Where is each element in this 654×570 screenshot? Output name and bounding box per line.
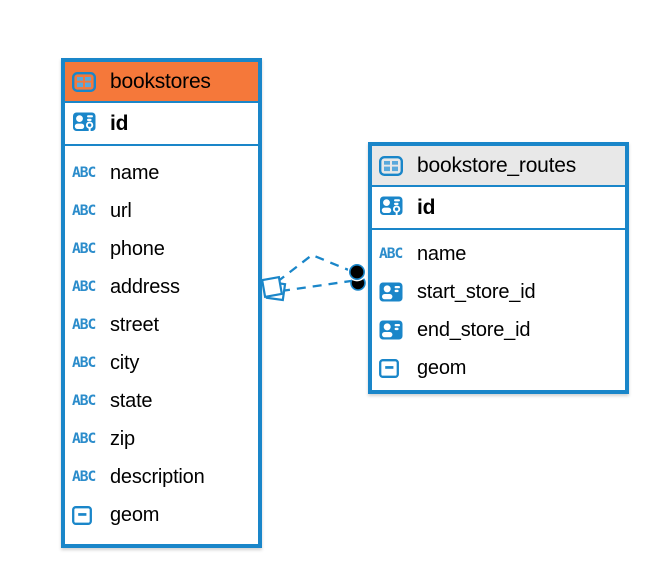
column-row-start-store-id[interactable]: start_store_id <box>372 273 625 311</box>
abc-glyph: ABC <box>72 240 96 257</box>
column-row-state[interactable]: ABC state <box>65 382 258 420</box>
table-icon <box>379 156 417 176</box>
abc-glyph: ABC <box>72 468 96 485</box>
parent-end-marker-diamonds <box>260 275 287 302</box>
column-name: geom <box>110 503 160 526</box>
table-icon <box>72 72 110 92</box>
column-name: name <box>417 242 467 265</box>
column-name: start_store_id <box>417 280 536 303</box>
abc-glyph: ABC <box>72 430 96 447</box>
column-name: zip <box>110 427 135 450</box>
primary-key-icon <box>72 112 110 135</box>
column-row-url[interactable]: ABC url <box>65 192 258 230</box>
text-type-icon: ABC <box>72 356 110 371</box>
text-type-icon: ABC <box>72 432 110 447</box>
column-row-zip[interactable]: ABC zip <box>65 420 258 458</box>
column-row-street[interactable]: ABC street <box>65 306 258 344</box>
pk-row-id[interactable]: id <box>372 187 625 230</box>
child-end-marker-dots <box>347 262 367 291</box>
column-row-name[interactable]: ABC name <box>372 235 625 273</box>
text-type-icon: ABC <box>72 204 110 219</box>
column-row-city[interactable]: ABC city <box>65 344 258 382</box>
text-type-icon: ABC <box>379 247 417 262</box>
geometry-type-icon <box>72 506 110 525</box>
column-row-geom[interactable]: geom <box>372 349 625 387</box>
abc-glyph: ABC <box>72 316 96 333</box>
table-bookstores[interactable]: bookstores id ABC name ABC url ABC phone… <box>61 58 262 548</box>
column-row-geom[interactable]: geom <box>65 496 258 534</box>
abc-glyph: ABC <box>379 245 403 262</box>
table-bookstore-routes-header[interactable]: bookstore_routes <box>372 146 625 187</box>
text-type-icon: ABC <box>72 280 110 295</box>
abc-glyph: ABC <box>72 278 96 295</box>
pk-row-id[interactable]: id <box>65 103 258 146</box>
text-type-icon: ABC <box>72 318 110 333</box>
abc-glyph: ABC <box>72 164 96 181</box>
table-bookstores-header[interactable]: bookstores <box>65 62 258 103</box>
column-name: geom <box>417 356 467 379</box>
column-row-phone[interactable]: ABC phone <box>65 230 258 268</box>
primary-key-icon <box>379 196 417 219</box>
column-name: phone <box>110 237 165 260</box>
relationship-line-upper[interactable] <box>276 253 352 283</box>
column-name: end_store_id <box>417 318 531 341</box>
column-row-name[interactable]: ABC name <box>65 154 258 192</box>
column-name: city <box>110 351 140 374</box>
abc-glyph: ABC <box>72 392 96 409</box>
column-name: address <box>110 275 180 298</box>
pk-column-name: id <box>110 111 129 135</box>
table-title: bookstore_routes <box>417 153 577 177</box>
table-title: bookstores <box>110 69 211 93</box>
relationship-line-lower[interactable] <box>280 279 352 293</box>
column-name: url <box>110 199 132 222</box>
column-name: street <box>110 313 159 336</box>
table-bookstores-columns: ABC name ABC url ABC phone ABC address A… <box>65 146 258 534</box>
abc-glyph: ABC <box>72 354 96 371</box>
text-type-icon: ABC <box>72 470 110 485</box>
column-row-end-store-id[interactable]: end_store_id <box>372 311 625 349</box>
table-bookstore-routes[interactable]: bookstore_routes id ABC name start_store… <box>368 142 629 394</box>
column-name: name <box>110 161 160 184</box>
text-type-icon: ABC <box>72 394 110 409</box>
reference-type-icon <box>379 282 417 302</box>
text-type-icon: ABC <box>72 166 110 181</box>
abc-glyph: ABC <box>72 202 96 219</box>
pk-column-name: id <box>417 195 436 219</box>
column-row-description[interactable]: ABC description <box>65 458 258 496</box>
column-name: description <box>110 465 205 488</box>
column-row-address[interactable]: ABC address <box>65 268 258 306</box>
table-bookstore-routes-columns: ABC name start_store_id end_store_id geo… <box>372 230 625 387</box>
text-type-icon: ABC <box>72 242 110 257</box>
geometry-type-icon <box>379 359 417 378</box>
reference-type-icon <box>379 320 417 340</box>
column-name: state <box>110 389 153 412</box>
